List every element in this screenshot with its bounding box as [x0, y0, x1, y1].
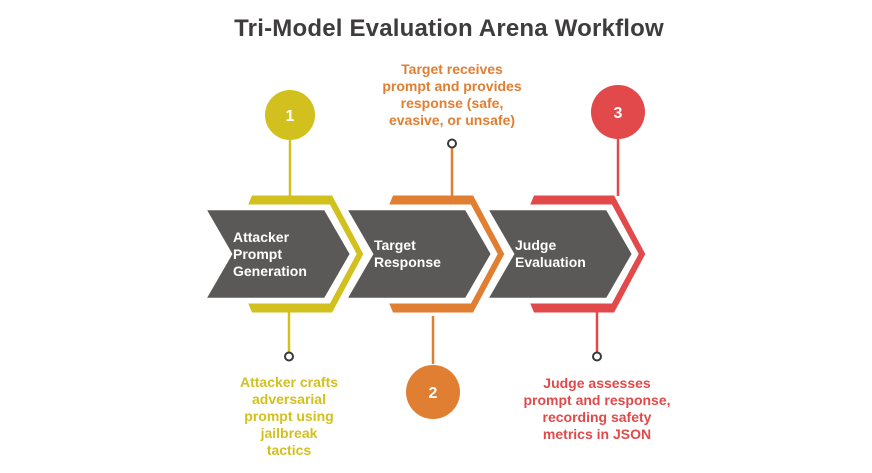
- step-badge-number: 3: [614, 105, 623, 122]
- step-badge-number: 1: [286, 108, 295, 125]
- step-badge-3: [591, 85, 645, 139]
- connector-marker-attacker: [284, 351, 294, 362]
- connector-marker-target: [447, 138, 457, 149]
- diagram-title: Tri-Model Evaluation Arena Workflow: [234, 15, 664, 42]
- annotation-text-line: jailbreak: [260, 425, 318, 441]
- annotation-target: Target receives prompt and provides resp…: [382, 61, 521, 128]
- arrow-label-line: Generation: [233, 263, 307, 279]
- arrow-label-line: Response: [374, 254, 441, 270]
- annotation-text-line: prompt and response,: [523, 392, 670, 408]
- annotation-text-line: response (safe,: [401, 95, 504, 111]
- annotation-attacker: Attacker crafts adversarial prompt using…: [240, 374, 338, 458]
- step-badge-number: 2: [429, 385, 438, 402]
- arrow-attacker: [202, 207, 353, 301]
- connector-marker-judge: [592, 351, 602, 362]
- step-judge: Judge Evaluation: [484, 192, 649, 316]
- step-attacker: Attacker Prompt Generation: [202, 192, 367, 316]
- arrow-label-line: Attacker: [233, 229, 290, 245]
- chevron-band-attacker: [243, 192, 367, 316]
- arrow-label-line: Evaluation: [515, 254, 586, 270]
- annotation-text-line: recording safety: [543, 409, 652, 425]
- annotation-text-line: Judge assesses: [543, 375, 651, 391]
- arrow-judge: [484, 207, 635, 301]
- arrow-target: [343, 207, 494, 301]
- annotation-text-line: metrics in JSON: [543, 426, 651, 442]
- step-badge-2: [406, 365, 460, 419]
- arrow-label-line: Target: [374, 237, 416, 253]
- annotation-text-line: Attacker crafts: [240, 374, 338, 390]
- step-target: Target Response: [343, 192, 508, 316]
- annotation-text-line: Target receives: [401, 61, 503, 77]
- chevron-band-judge: [525, 192, 649, 316]
- annotation-text-line: prompt and provides: [382, 78, 521, 94]
- chevron-band-target: [384, 192, 508, 316]
- annotation-judge: Judge assesses prompt and response, reco…: [523, 375, 670, 442]
- annotation-text-line: tactics: [267, 442, 312, 458]
- step-badge-1: [265, 90, 315, 140]
- annotation-text-line: evasive, or unsafe): [389, 112, 515, 128]
- connectors-and-badges: 1 2 3: [265, 85, 645, 419]
- annotation-text-line: prompt using: [244, 408, 333, 424]
- arrow-label-line: Judge: [515, 237, 556, 253]
- arrow-label-line: Prompt: [233, 246, 282, 262]
- annotation-text-line: adversarial: [252, 391, 326, 407]
